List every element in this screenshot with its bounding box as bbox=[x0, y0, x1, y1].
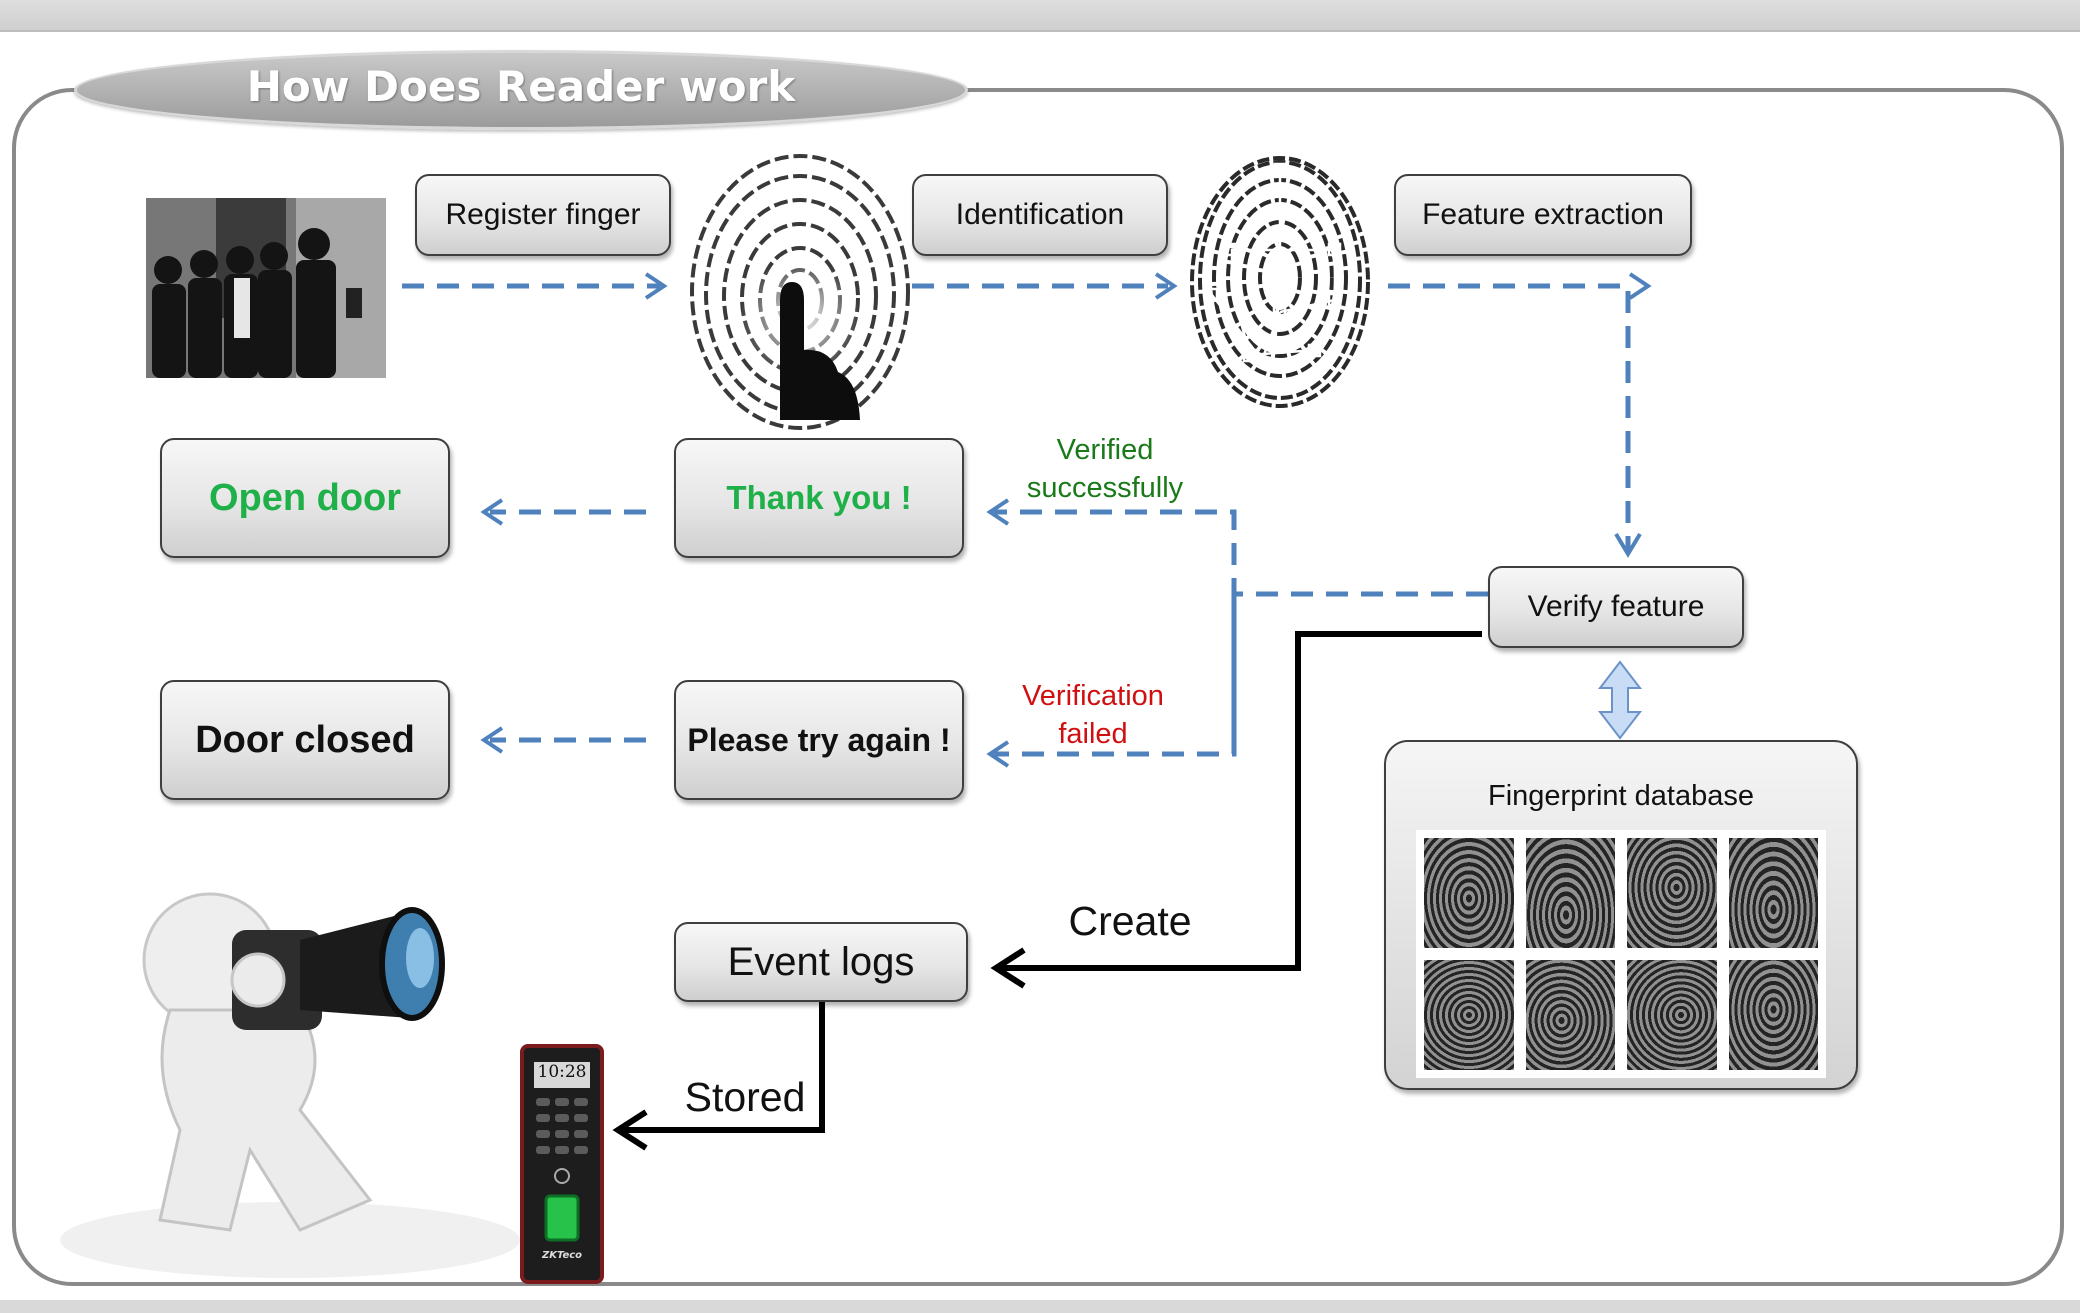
fingerprint-sample bbox=[1627, 838, 1717, 948]
identification-label: Identification bbox=[955, 198, 1125, 231]
stored-label: Stored bbox=[684, 1074, 806, 1120]
open-door-label: Open door bbox=[208, 476, 402, 519]
failed-label-line2: failed bbox=[1058, 718, 1128, 750]
bottom-bar bbox=[0, 1300, 2080, 1313]
fingerprint-sample bbox=[1525, 838, 1615, 948]
feature-extraction-box: Feature extraction bbox=[1394, 174, 1692, 256]
fingerprint-database-grid bbox=[1416, 830, 1826, 1078]
device-brand: ZKTeco bbox=[541, 1250, 583, 1261]
fingerprint-sample bbox=[1627, 960, 1717, 1070]
diagram-title: How Does Reader work bbox=[246, 62, 796, 111]
register-finger-box: Register finger bbox=[415, 174, 671, 256]
verify-feature-label: Verify feature bbox=[1527, 590, 1705, 623]
failed-label-line1: Verification bbox=[1022, 680, 1164, 712]
verify-feature-box: Verify feature bbox=[1488, 566, 1744, 648]
fingerprint-sample bbox=[1728, 838, 1818, 948]
fingerprint-sample bbox=[1424, 960, 1514, 1070]
top-bar bbox=[0, 0, 2080, 32]
register-finger-label: Register finger bbox=[445, 198, 641, 231]
event-logs-label: Event logs bbox=[727, 939, 915, 984]
fingerprint-sample bbox=[1424, 838, 1514, 948]
people-photo bbox=[146, 198, 386, 378]
fingerprint-sample bbox=[1525, 960, 1615, 1070]
door-closed-label: Door closed bbox=[195, 718, 415, 761]
fingerprint-sample bbox=[1728, 960, 1818, 1070]
please-try-again-label: Please try again ! bbox=[687, 721, 951, 758]
door-closed-box: Door closed bbox=[160, 680, 450, 800]
open-door-box: Open door bbox=[160, 438, 450, 558]
device-time: 10:28 bbox=[537, 1062, 587, 1082]
event-logs-box: Event logs bbox=[674, 922, 968, 1002]
create-label: Create bbox=[1068, 898, 1192, 944]
please-try-again-box: Please try again ! bbox=[674, 680, 964, 800]
fingerprint-database-title: Fingerprint database bbox=[1488, 780, 1754, 812]
identification-box: Identification bbox=[912, 174, 1168, 256]
verified-label-line1: Verified bbox=[1056, 434, 1154, 466]
title-banner bbox=[74, 50, 968, 130]
thank-you-box: Thank you ! bbox=[674, 438, 964, 558]
feature-extraction-label: Feature extraction bbox=[1422, 198, 1664, 231]
verified-label-line2: successfully bbox=[1026, 472, 1184, 504]
thank-you-label: Thank you ! bbox=[726, 479, 912, 516]
